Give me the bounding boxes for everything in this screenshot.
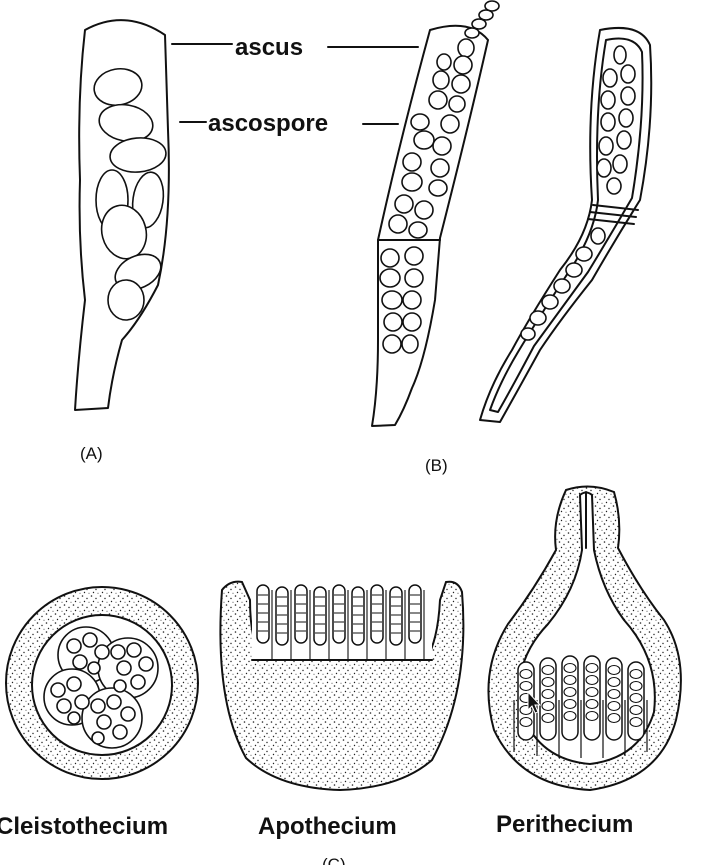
panel-b-asci-drawing [371, 0, 653, 427]
ascospore-label: ascospore [208, 110, 328, 137]
perithecium-asci [513, 655, 648, 758]
leader-lines [171, 43, 419, 125]
apothecium-drawing [219, 578, 465, 792]
panel-a-label: (A) [80, 444, 103, 463]
apothecium-label: Apothecium [258, 813, 397, 840]
ascospores-a [93, 67, 167, 321]
ascus-b1-spores [379, 38, 475, 354]
ascus-b2-septum [587, 204, 639, 225]
panel-c-label: (C) [322, 855, 346, 865]
ascus-b2-inner-wall [489, 37, 644, 413]
cleistothecium-drawing [5, 586, 199, 780]
perithecium-label: Perithecium [496, 811, 633, 838]
panel-a-ascus-drawing [74, 19, 170, 411]
ascus-b2-spores [520, 45, 636, 341]
ascus-b1-extruded-spores [464, 0, 500, 39]
perithecium-drawing [487, 485, 682, 792]
cleistothecium-label: Cleistothecium [0, 813, 168, 840]
panel-b-label: (B) [425, 456, 448, 475]
ascus-label: ascus [235, 34, 303, 61]
apothecium-hymenium [251, 578, 433, 661]
mouse-cursor-icon [527, 690, 542, 714]
cleistothecium-ascospores [50, 632, 154, 745]
